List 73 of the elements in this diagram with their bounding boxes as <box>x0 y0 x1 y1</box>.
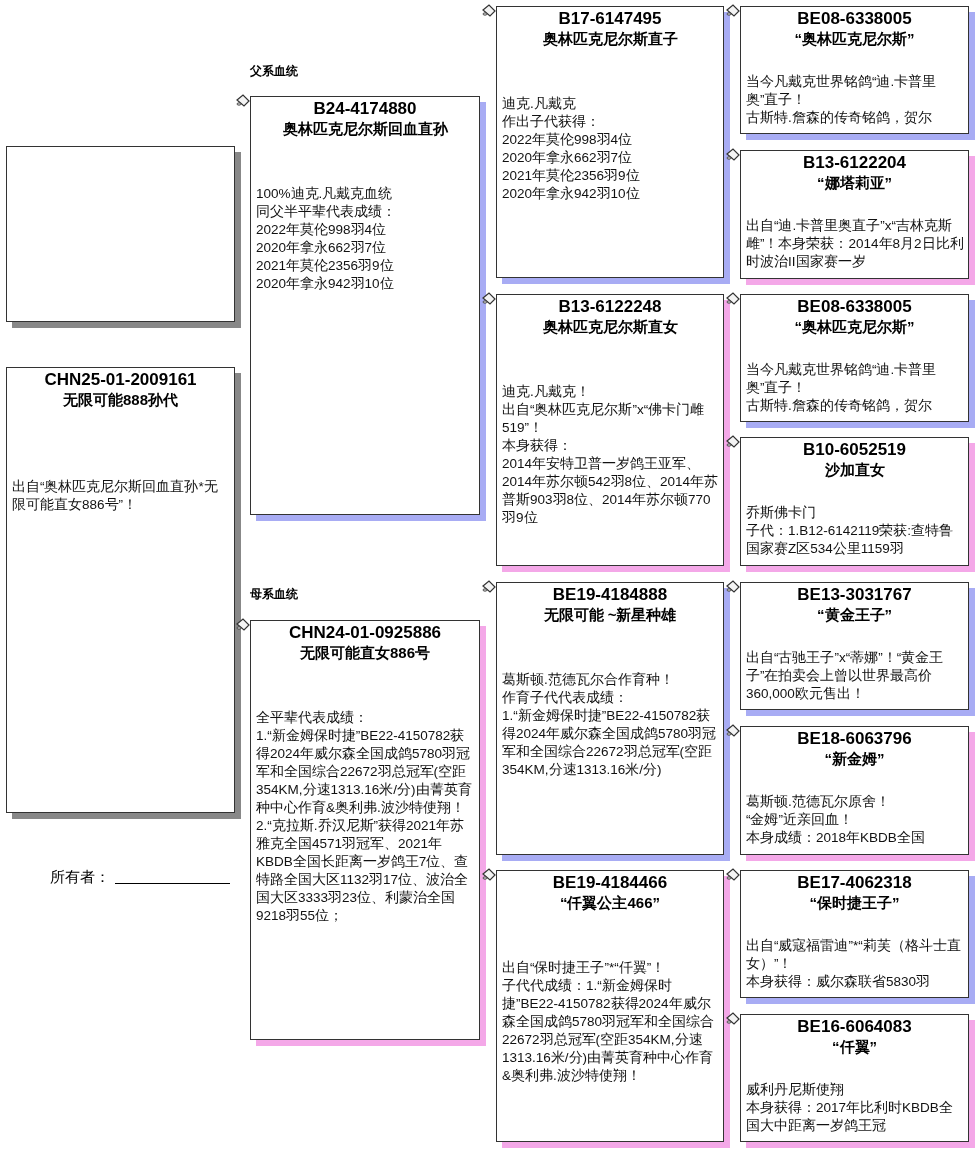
description-text: 2020年拿永662羽7位 <box>502 149 634 167</box>
pigeon-name: 无限可能直女886号 <box>299 643 431 663</box>
description-text: 威利丹尼斯使翔 <box>746 1081 845 1099</box>
description-text: 全平辈代表成绩： <box>256 709 369 727</box>
description-text: 同父半平辈代表成绩： <box>256 203 397 221</box>
description-text: 当今凡戴克世界铭鸽“迪.卡普里奥”直子！ <box>746 73 938 109</box>
description-text: 葛斯顿.范德瓦尔合作育种！ <box>502 671 675 689</box>
ring-number: BE17-4062318 <box>796 873 913 893</box>
pigeon-name: 奥林匹克尼尔斯直子 <box>541 29 679 49</box>
description-text: 100%迪克.凡戴克血统 <box>256 185 394 203</box>
description-text: 出自“奥林匹克尼尔斯”x“佛卡门雌519”！ <box>502 401 706 437</box>
description-text: 2022年莫伦998羽4位 <box>502 131 634 149</box>
description-text: 出自“奥林匹克尼尔斯回血直孙*无限可能直女886号”！ <box>12 478 219 514</box>
ring-number: BE19-4184466 <box>551 873 669 893</box>
description-text: 子代代成绩：1.“新金姆保时捷”BE22-4150782获得2024年威尔森全国成鸽5780羽冠军和全国综合22672羽总冠军(空距354KM,分速1313.16米/分)由菁英育种中心作育&奥利弗.波沙特使翔！ <box>502 977 716 1085</box>
ring-number: B10-6052519 <box>802 440 907 460</box>
ring-number: B24-4174880 <box>312 99 418 119</box>
ring-number: BE16-6064083 <box>796 1017 913 1037</box>
description-text: 2020年拿永942羽10位 <box>256 275 395 293</box>
description-text: 本身成绩：2018年KBDB全国 <box>746 829 926 847</box>
ring-number: B13-6122248 <box>557 297 663 317</box>
description-text: 2.“克拉斯.乔汉尼斯”获得2021年苏雅克全国4571羽冠军、2021年KBDB全国长距离一岁鸽王7位、查特路全国大区1132羽17位、波治全国大区3333羽23位、利蒙治全国9218羽55位； <box>256 817 470 925</box>
pigeon-name: “保时捷王子” <box>808 893 901 913</box>
description-text: 古斯特.詹森的传奇铭鸽，贺尔 <box>746 397 933 415</box>
ring-number: BE13-3031767 <box>796 585 913 605</box>
pigeon-name: “新金姆” <box>823 749 886 769</box>
description-text: 出自“迪.卡普里奥直子”x“吉林克斯雌”！本身荣获：2014年8月2日比利时波治II国家赛一岁 <box>746 217 964 271</box>
pigeon-name: 奥林匹克尼尔斯回血直孙 <box>281 119 449 139</box>
description-text: 本身获得：2017年比利时KBDB全国大中距离一岁鸽王冠 <box>746 1099 954 1135</box>
ring-number: BE08-6338005 <box>796 9 913 29</box>
description-text: 出自“威寇福雷迪”*“莉芙（格斗士直女）”！ <box>746 937 962 973</box>
description-text: 本身获得： <box>502 437 573 455</box>
ring-number: B13-6122204 <box>802 153 907 173</box>
ring-number: BE18-6063796 <box>796 729 913 749</box>
pigeon-name: 无限可能888孙代 <box>62 390 179 410</box>
pigeon-name: “娜塔莉亚” <box>816 173 893 193</box>
description-text: 作出子代获得： <box>502 113 601 131</box>
ring-number: CHN24-01-0925886 <box>287 623 443 643</box>
ring-number: CHN25-01-2009161 <box>43 370 198 390</box>
pigeon-name: “仟翼” <box>831 1037 878 1057</box>
description-text: “金姆”近亲回血！ <box>746 811 854 829</box>
ring-number: BE19-4184888 <box>551 585 669 605</box>
description-text: 迪克.凡戴克！ <box>502 383 591 401</box>
description-text: 2021年莫伦2356羽9位 <box>502 167 641 185</box>
description-text: 本身获得：威尔森联省5830羽 <box>746 973 932 991</box>
description-text: 1.“新金姆保时捷”BE22-4150782获得2024年威尔森全国成鸽5780羽冠军和全国综合22672羽总冠军(空距354KM,分速1313.16米/分)由菁英育种中心作育&奥利弗.波沙特使翔！ <box>256 727 473 817</box>
description-text: 出自“保时捷王子”*“仟翼”！ <box>502 959 667 977</box>
description-text: 2014年安特卫普一岁鸽王亚军、2014年苏尔顿542羽8位、2014年苏普斯903羽8位、2014年苏尔顿770羽9位 <box>502 455 719 527</box>
ring-number: BE08-6338005 <box>796 297 913 317</box>
description-text: 迪克.凡戴克 <box>502 95 577 113</box>
description-text: 2020年拿永662羽7位 <box>256 239 388 257</box>
pigeon-name: “奥林匹克尼尔斯” <box>793 317 916 337</box>
description-text: 古斯特.詹森的传奇铭鸽，贺尔 <box>746 109 933 127</box>
pigeon-name: 奥林匹克尼尔斯直女 <box>541 317 679 337</box>
pigeon-name: “黄金王子” <box>816 605 893 625</box>
pigeon-name: “奥林匹克尼尔斯” <box>793 29 916 49</box>
description-text: 出自“古驰王子”x“蒂娜”！“黄金王子”在拍卖会上曾以世界最高价360,000欧元售出！ <box>746 649 945 703</box>
section-heading: 父系血统 <box>250 63 298 80</box>
description-text: 1.“新金姆保时捷”BE22-4150782获得2024年威尔森全国成鸽5780羽冠军和全国综合22672羽总冠军(空距354KM,分速1313.16米/分) <box>502 707 718 779</box>
pigeon-name: 沙加直女 <box>823 460 886 480</box>
description-text: 葛斯顿.范德瓦尔原舍！ <box>746 793 891 811</box>
description-text: 乔斯佛卡门 <box>746 504 817 522</box>
section-heading: 母系血统 <box>250 586 298 603</box>
description-text: 作育子代代表成绩： <box>502 689 629 707</box>
description-text: 子代：1.B12-6142119荣获:查特鲁国家赛Z区534公里1159羽 <box>746 522 955 558</box>
description-text: 2021年莫伦2356羽9位 <box>256 257 395 275</box>
description-text: 2022年莫伦998羽4位 <box>256 221 388 239</box>
description-text: 2020年拿永942羽10位 <box>502 185 641 203</box>
ring-number: B17-6147495 <box>557 9 663 29</box>
description-text: 当今凡戴克世界铭鸽“迪.卡普里奥”直子！ <box>746 361 938 397</box>
pigeon-name: “仟翼公主466” <box>559 893 661 913</box>
owner-label: 所有者： <box>50 868 110 887</box>
pigeon-name: 无限可能 ~新星种雄 <box>542 605 678 625</box>
